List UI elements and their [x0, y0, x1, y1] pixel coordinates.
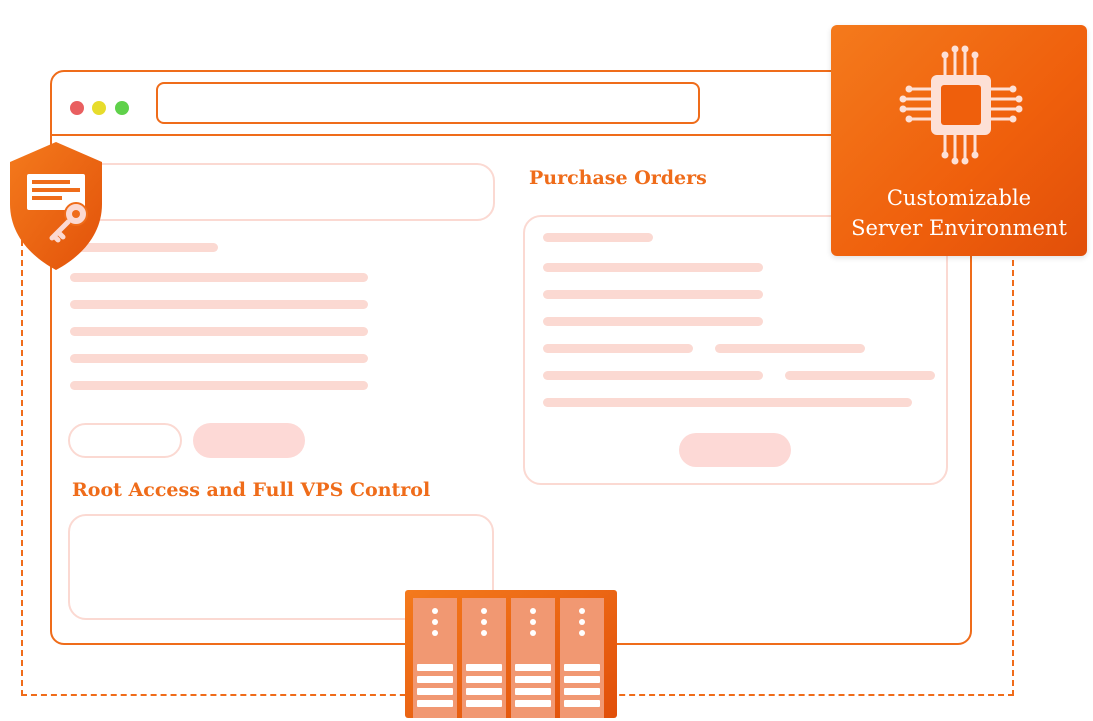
placeholder-line — [543, 233, 653, 242]
placeholder-line — [785, 371, 935, 380]
secondary-button[interactable] — [68, 423, 182, 458]
cpu-chip-icon — [899, 45, 1023, 165]
placeholder-line — [543, 263, 763, 272]
close-window-dot[interactable] — [70, 101, 84, 115]
placeholder-line — [70, 243, 218, 252]
address-bar[interactable] — [156, 82, 700, 124]
placeholder-line — [70, 381, 368, 390]
cpu-card-line1: Customizable — [886, 186, 1032, 210]
server-rack-icon — [405, 590, 617, 718]
cpu-card-line2: Server Environment — [851, 216, 1067, 240]
primary-button[interactable] — [193, 423, 305, 458]
placeholder-line — [70, 354, 368, 363]
placeholder-line — [70, 273, 368, 282]
placeholder-line — [70, 300, 368, 309]
left-search-box[interactable] — [68, 163, 495, 221]
placeholder-line — [543, 317, 763, 326]
placeholder-line — [70, 327, 368, 336]
root-access-heading: Root Access and Full VPS Control — [72, 479, 431, 501]
placeholder-line — [543, 344, 693, 353]
customizable-server-card: Customizable Server Environment — [831, 25, 1087, 256]
maximize-window-dot[interactable] — [115, 101, 129, 115]
placeholder-line — [543, 398, 912, 407]
purchase-orders-heading: Purchase Orders — [529, 167, 707, 189]
placeholder-line — [715, 344, 865, 353]
cpu-card-label: Customizable Server Environment — [831, 183, 1087, 243]
purchase-orders-button[interactable] — [679, 433, 791, 467]
placeholder-line — [543, 290, 763, 299]
minimize-window-dot[interactable] — [92, 101, 106, 115]
security-shield-key-icon — [10, 142, 102, 270]
browser-titlebar — [52, 72, 970, 136]
placeholder-line — [543, 371, 763, 380]
